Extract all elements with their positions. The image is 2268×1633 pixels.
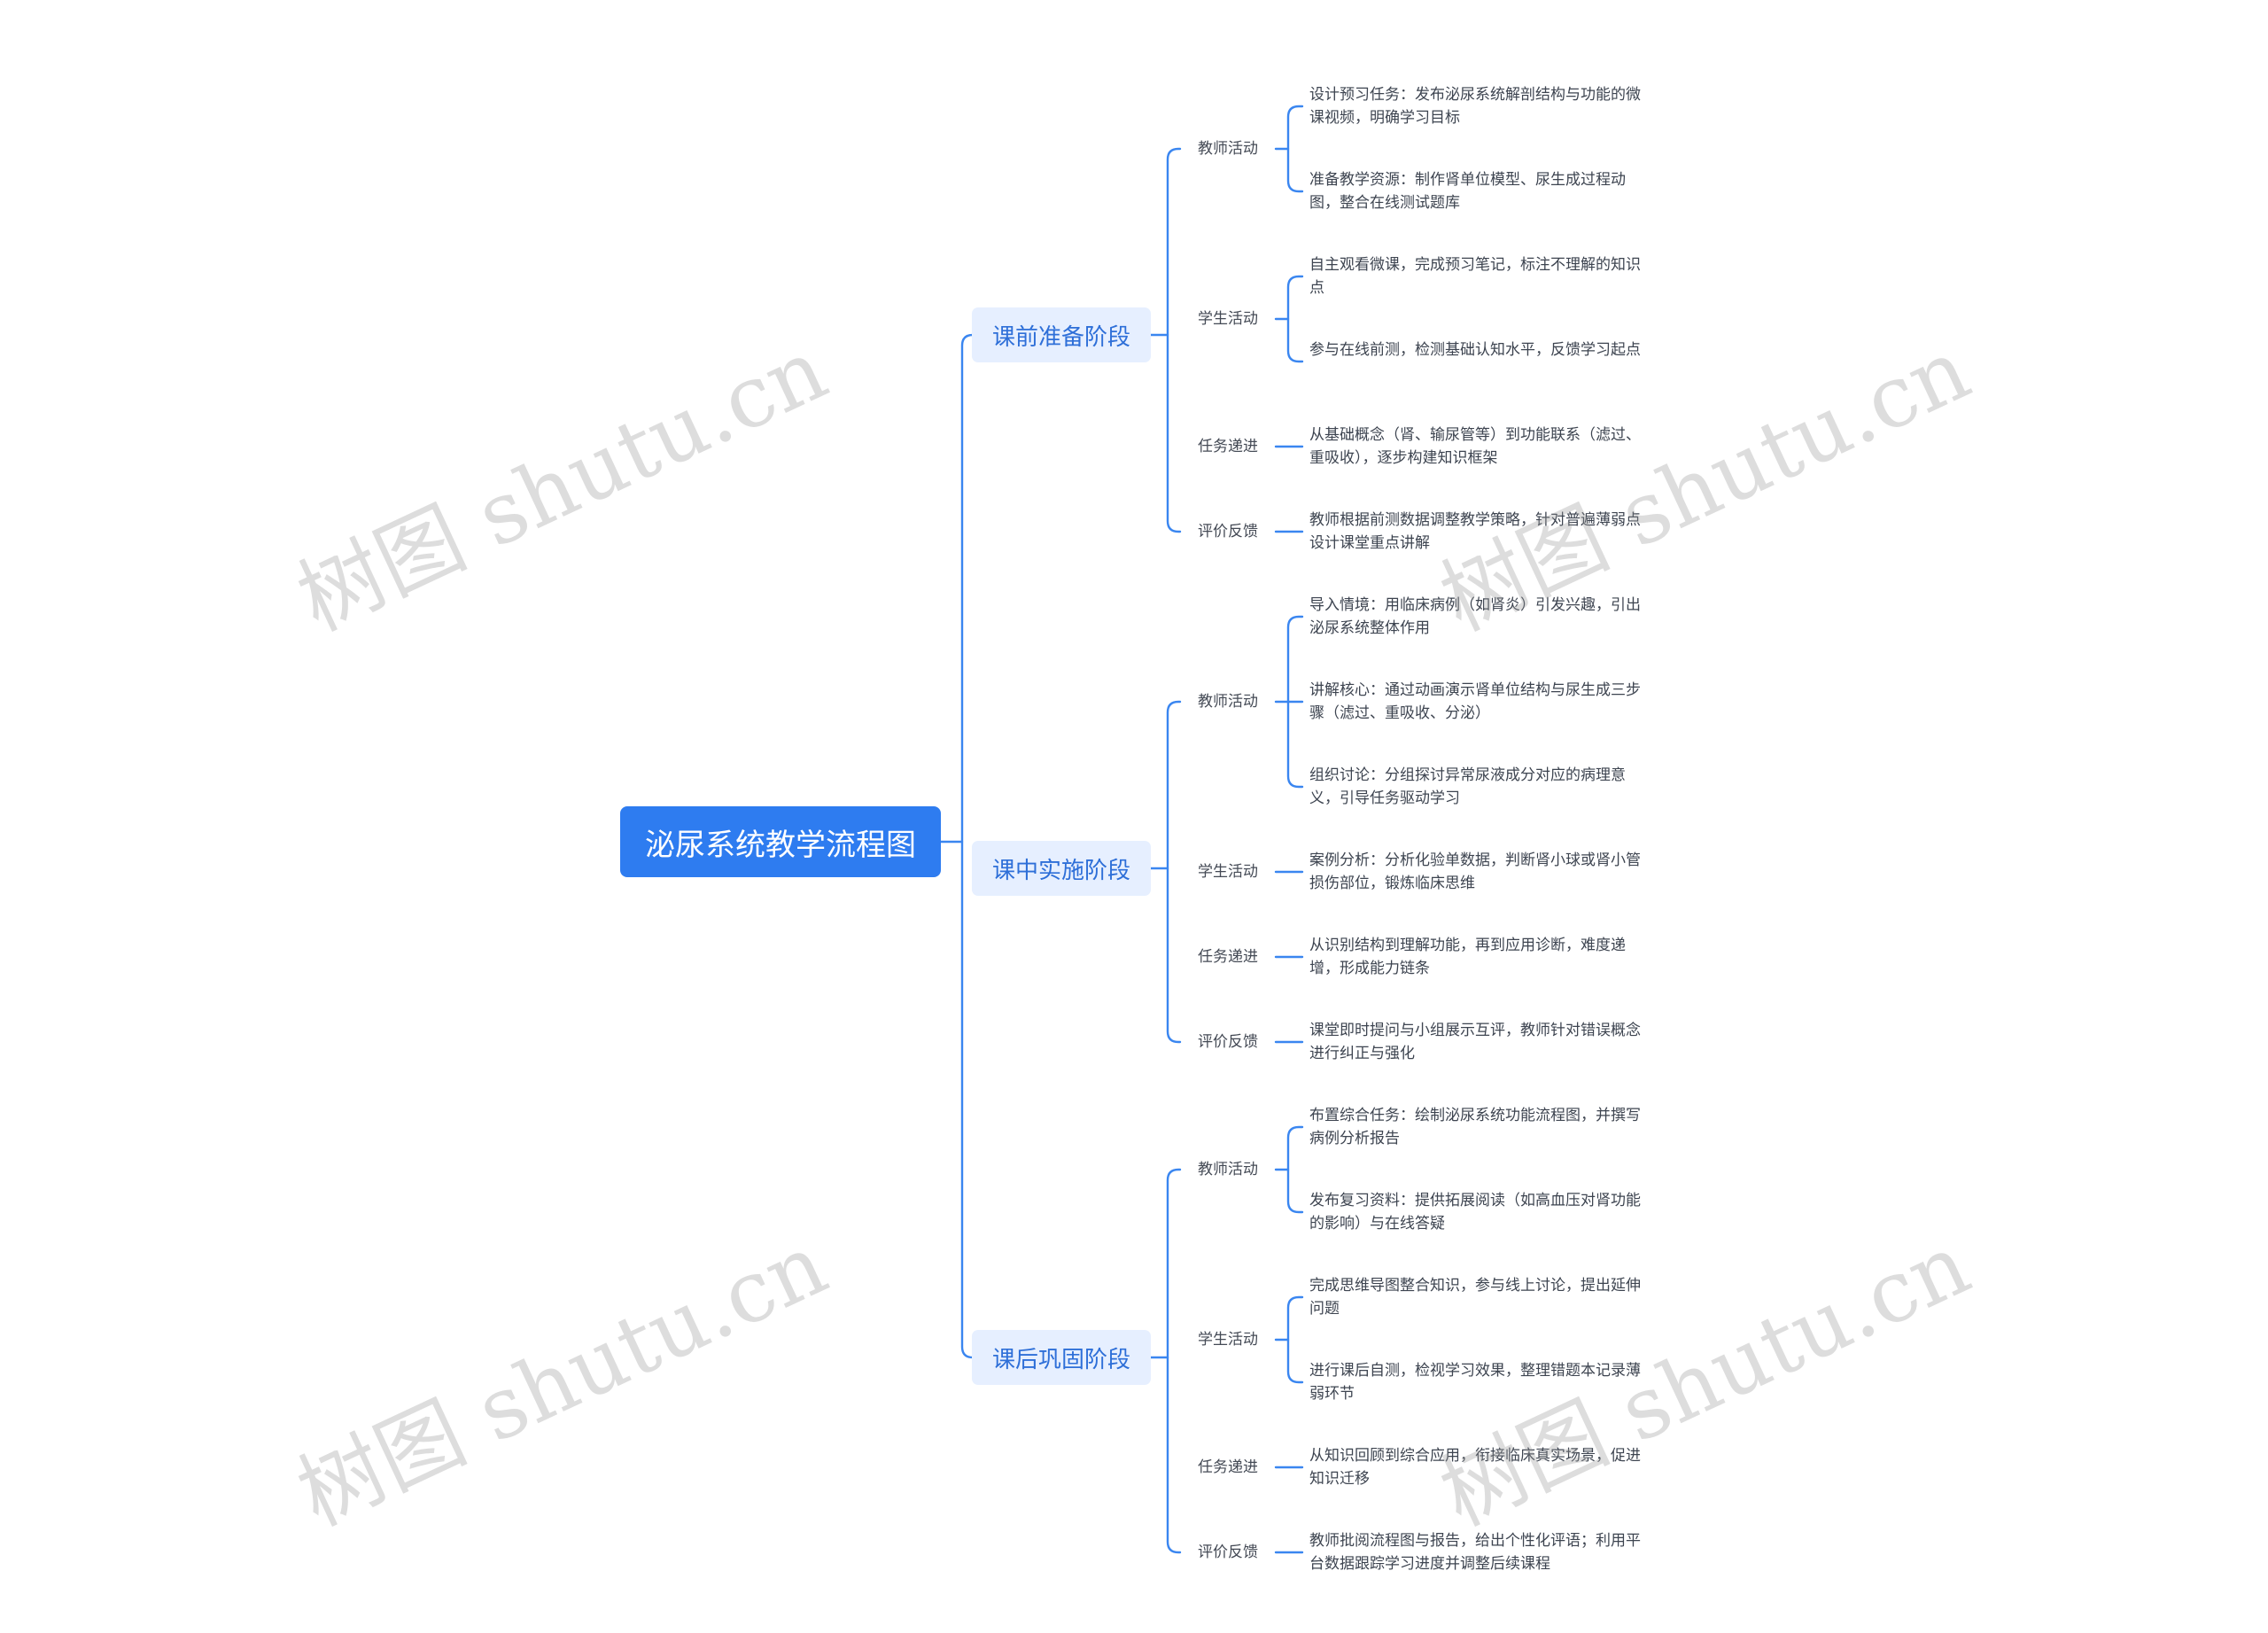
category-node[interactable]: 学生活动 xyxy=(1198,863,1258,881)
connector xyxy=(1286,1125,1304,1214)
category-node[interactable]: 教师活动 xyxy=(1198,140,1258,158)
leaf-node[interactable]: 自主观看微课，完成预习笔记，标注不理解的知识点 xyxy=(1309,256,1641,297)
leaf-node[interactable]: 完成思维导图整合知识，参与线上讨论，提出延伸问题 xyxy=(1309,1277,1641,1318)
leaf-node[interactable]: 布置综合任务：绘制泌尿系统功能流程图，并撰写病例分析报告 xyxy=(1309,1107,1641,1147)
leaf-node[interactable]: 案例分析：分析化验单数据，判断肾小球或肾小管损伤部位，锻炼临床思维 xyxy=(1309,851,1641,892)
connector xyxy=(1166,147,1182,533)
category-node[interactable]: 学生活动 xyxy=(1198,1331,1258,1349)
leaf-node[interactable]: 发布复习资料：提供拓展阅读（如高血压对肾功能的影响）与在线答疑 xyxy=(1309,1192,1641,1233)
leaf-node[interactable]: 导入情境：用临床病例（如肾炎）引发兴趣，引出泌尿系统整体作用 xyxy=(1309,596,1641,637)
category-node[interactable]: 任务递进 xyxy=(1198,948,1258,966)
leaf-node[interactable]: 准备教学资源：制作肾单位模型、尿生成过程动图，整合在线测试题库 xyxy=(1309,171,1626,212)
leaf-node[interactable]: 组织讨论：分组探讨异常尿液成分对应的病理意义，引导任务驱动学习 xyxy=(1309,766,1626,807)
stage-node[interactable]: 课中实施阶段 xyxy=(972,841,1151,896)
category-node[interactable]: 评价反馈 xyxy=(1198,1544,1258,1561)
stage-node[interactable]: 课后巩固阶段 xyxy=(972,1330,1151,1385)
category-node[interactable]: 教师活动 xyxy=(1198,1161,1258,1178)
connector xyxy=(1166,700,1182,1044)
root-node[interactable]: 泌尿系统教学流程图 xyxy=(620,806,941,877)
category-node[interactable]: 任务递进 xyxy=(1198,438,1258,455)
category-node[interactable]: 评价反馈 xyxy=(1198,523,1258,540)
connector xyxy=(1166,1168,1182,1554)
category-node[interactable]: 任务递进 xyxy=(1198,1458,1258,1476)
category-node[interactable]: 学生活动 xyxy=(1198,310,1258,328)
stage-node[interactable]: 课前准备阶段 xyxy=(972,307,1151,362)
leaf-node[interactable]: 从基础概念（肾、输尿管等）到功能联系（滤过、重吸收），逐步构建知识框架 xyxy=(1309,426,1641,467)
leaf-node[interactable]: 从识别结构到理解功能，再到应用诊断，难度递增，形成能力链条 xyxy=(1309,937,1626,977)
connector xyxy=(1286,275,1304,363)
leaf-node[interactable]: 课堂即时提问与小组展示互评，教师针对错误概念进行纠正与强化 xyxy=(1309,1022,1641,1062)
leaf-node[interactable]: 教师根据前测数据调整教学策略，针对普遍薄弱点设计课堂重点讲解 xyxy=(1309,511,1641,552)
category-node[interactable]: 评价反馈 xyxy=(1198,1033,1258,1051)
leaf-node[interactable]: 进行课后自测，检视学习效果，整理错题本记录薄弱环节 xyxy=(1309,1362,1641,1403)
leaf-node[interactable]: 参与在线前测，检测基础认知水平，反馈学习起点 xyxy=(1309,341,1641,359)
connector xyxy=(960,333,974,1359)
leaf-node[interactable]: 教师批阅流程图与报告，给出个性化评语；利用平台数据跟踪学习进度并调整后续课程 xyxy=(1309,1532,1641,1573)
category-node[interactable]: 教师活动 xyxy=(1198,693,1258,711)
leaf-node[interactable]: 从知识回顾到综合应用，衔接临床真实场景，促进知识迁移 xyxy=(1309,1447,1641,1488)
leaf-node[interactable]: 设计预习任务：发布泌尿系统解剖结构与功能的微课视频，明确学习目标 xyxy=(1309,86,1641,127)
leaf-node[interactable]: 讲解核心：通过动画演示肾单位结构与尿生成三步骤（滤过、重吸收、分泌） xyxy=(1309,681,1641,722)
connector xyxy=(1286,1295,1304,1384)
connector xyxy=(1286,105,1304,193)
